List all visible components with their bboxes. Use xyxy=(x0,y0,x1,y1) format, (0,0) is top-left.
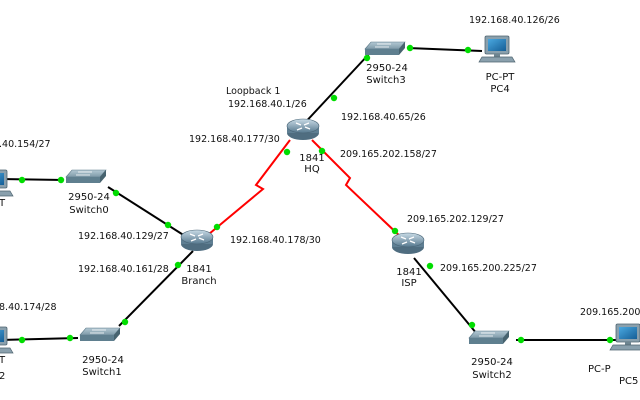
link-branch-switch1 xyxy=(118,250,194,327)
switch2-name: Switch2 xyxy=(472,370,511,381)
branch-lan1-ip-label: 192.168.40.161/28 xyxy=(78,264,169,275)
link-hq-switch3 xyxy=(299,53,370,129)
branch-serial-ip-label: 192.168.40.178/30 xyxy=(230,235,321,246)
branch-lan0-ip-label: 192.168.40.129/27 xyxy=(78,231,169,242)
pc-left-top-ip-label: .40.154/27 xyxy=(0,139,51,150)
pc5-name: PC5 xyxy=(619,376,638,387)
router-hq-model: 1841 xyxy=(299,153,324,164)
router-isp[interactable]: 1841 ISP xyxy=(391,232,425,289)
switch3[interactable]: 2950-24 Switch3 xyxy=(364,41,408,86)
switch0-model: 2950-24 xyxy=(68,192,110,203)
serial-link-hq-branch xyxy=(208,139,291,235)
pc-left-top[interactable]: T xyxy=(0,169,14,209)
isp-lan-ip-label: 209.165.200.225/27 xyxy=(440,263,537,274)
switch1[interactable]: 2950-24 Switch1 xyxy=(79,327,124,378)
router-branch-model: 1841 xyxy=(186,264,211,275)
pc-left-bottom-ip-label: 8.40.174/28 xyxy=(0,302,57,313)
port-status-dots xyxy=(18,44,614,344)
pc5-ip-label: 209.165.200 xyxy=(580,307,640,318)
pc5-model: PC-P xyxy=(588,364,611,375)
switch0[interactable]: 2950-24 Switch0 xyxy=(65,169,110,216)
hq-lan-ip-label: 192.168.40.65/26 xyxy=(341,112,426,123)
router-isp-model: 1841 xyxy=(396,267,421,278)
hq-serial-isp-ip-label: 209.165.202.158/27 xyxy=(340,149,437,160)
serial-link-hq-isp xyxy=(311,139,405,241)
switch2[interactable]: 2950-24 Switch2 xyxy=(468,330,513,381)
isp-serial-ip-label: 209.165.202.129/27 xyxy=(407,214,504,225)
pc-left-bottom[interactable]: T 2 xyxy=(0,326,14,382)
switch3-name: Switch3 xyxy=(366,75,405,86)
pc4-model: PC-PT xyxy=(486,72,516,83)
link-pc-left-top-switch0 xyxy=(0,178,65,181)
loopback-ip: 192.168.40.1/26 xyxy=(228,99,307,110)
link-pc-left-bottom-switch1 xyxy=(0,337,79,341)
pc5[interactable]: PC-P PC5 xyxy=(588,323,640,387)
link-isp-switch2 xyxy=(413,257,478,335)
switch3-model: 2950-24 xyxy=(366,63,408,74)
pc4[interactable]: PC-PT PC4 xyxy=(478,35,516,95)
pc-left-bottom-name: 2 xyxy=(0,371,5,382)
router-isp-name: ISP xyxy=(401,278,416,289)
pc-left-bottom-model: T xyxy=(0,355,6,366)
switch2-model: 2950-24 xyxy=(471,357,513,368)
pc-left-top-model: T xyxy=(0,198,6,209)
switch1-name: Switch1 xyxy=(82,367,121,378)
router-branch[interactable]: 1841 Branch xyxy=(180,229,217,287)
router-hq-name: HQ xyxy=(304,164,320,175)
hq-serial-branch-ip-label: 192.168.40.177/30 xyxy=(189,134,280,145)
router-hq[interactable]: 1841 HQ xyxy=(286,118,325,175)
switch0-name: Switch0 xyxy=(69,205,108,216)
router-branch-name: Branch xyxy=(181,276,216,287)
link-switch0-branch xyxy=(107,186,186,237)
switch1-model: 2950-24 xyxy=(82,355,124,366)
loopback-title: Loopback 1 xyxy=(226,86,280,97)
pc4-name: PC4 xyxy=(490,84,509,95)
pc4-ip-label: 192.168.40.126/26 xyxy=(469,15,560,26)
